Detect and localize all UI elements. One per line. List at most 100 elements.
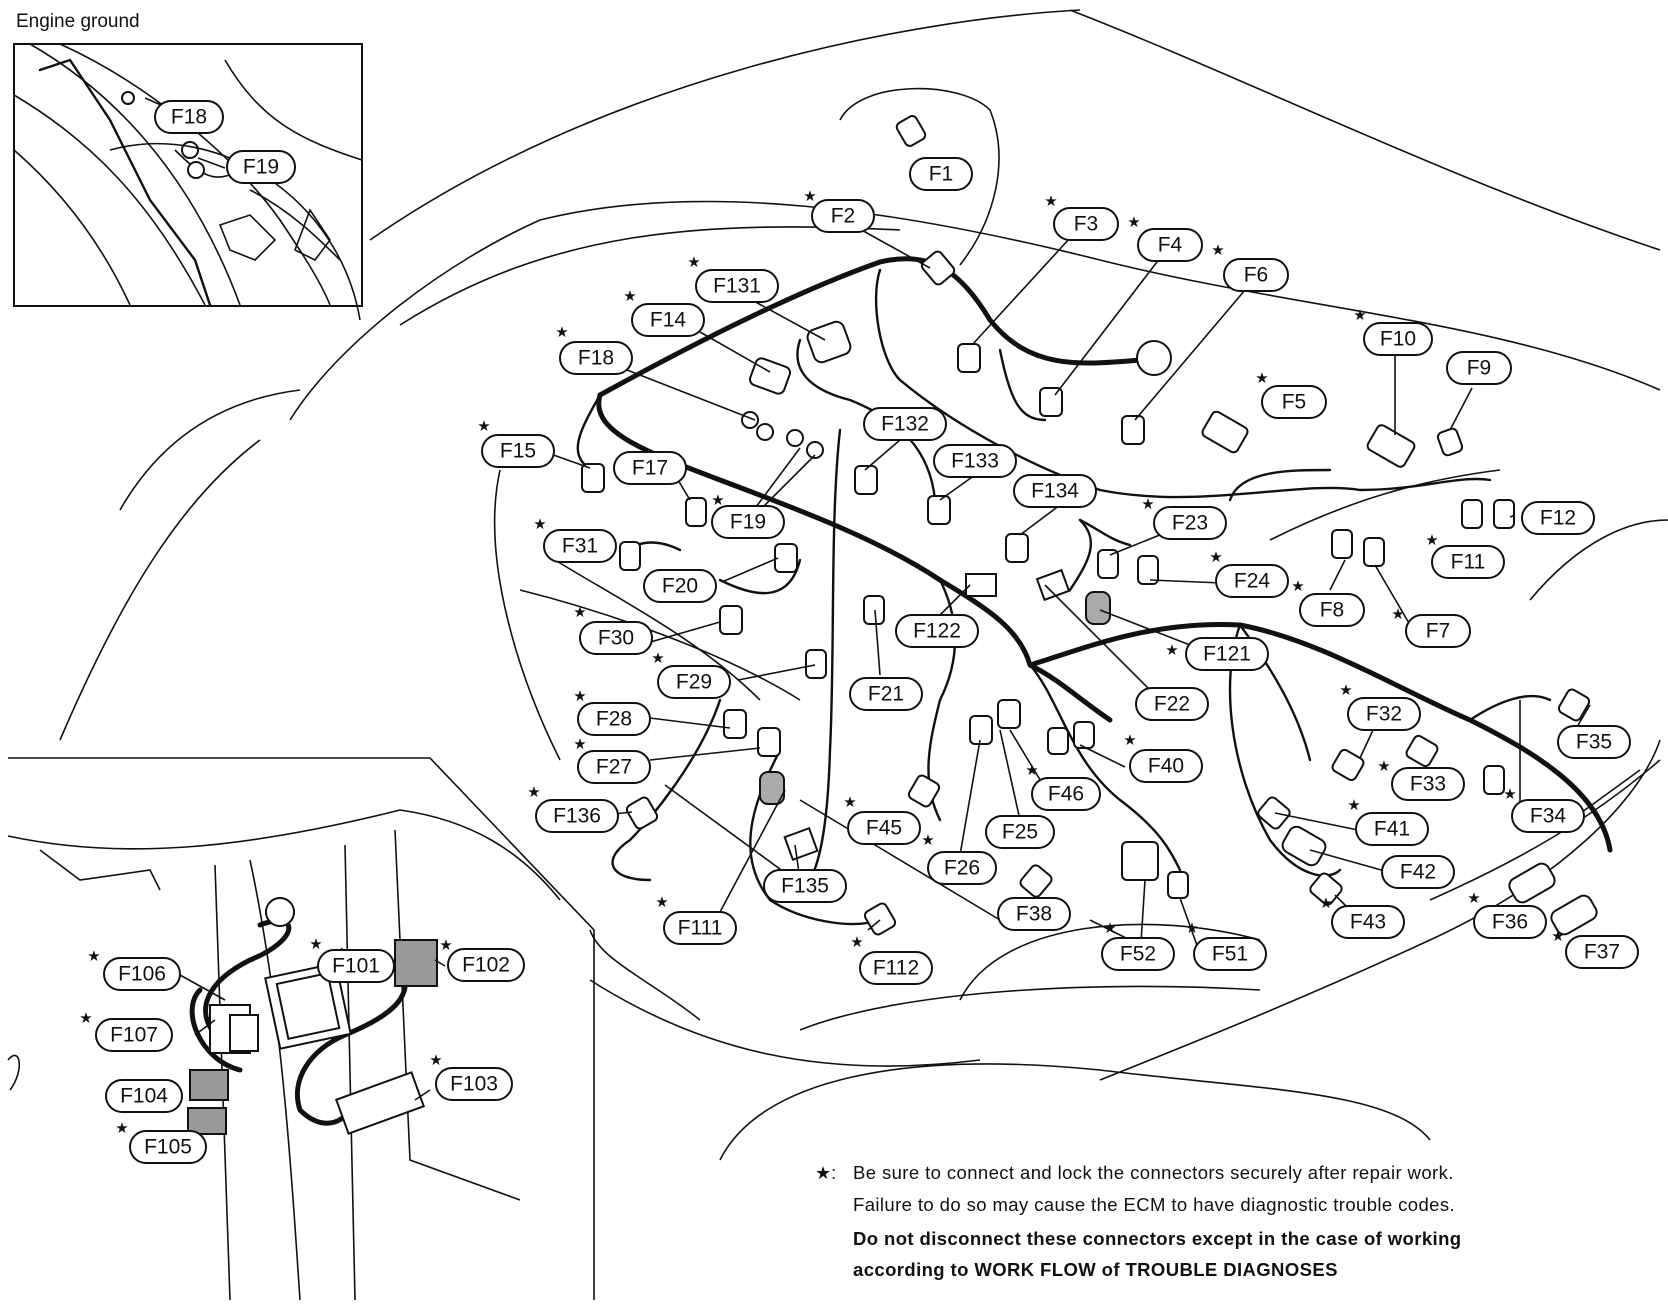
note-line-3: Do not disconnect these connectors excep… <box>853 1228 1462 1249</box>
svg-text:★: ★ <box>1211 241 1224 259</box>
label-F22: F22 <box>1135 687 1209 721</box>
label-F4: ★F4 <box>1127 213 1203 262</box>
svg-text:F41: F41 <box>1374 818 1410 841</box>
svg-text:★: ★ <box>527 783 540 801</box>
svg-text:★: ★ <box>1141 495 1154 513</box>
svg-text:★: ★ <box>921 831 934 849</box>
svg-text:F19: F19 <box>730 511 766 534</box>
svg-text:★: ★ <box>1044 192 1057 210</box>
svg-text:F14: F14 <box>650 309 687 332</box>
svg-text:F1: F1 <box>929 163 954 186</box>
svg-text:★: ★ <box>850 933 863 951</box>
connectors <box>581 115 1598 936</box>
svg-text:★: ★ <box>1319 894 1332 912</box>
label-F30: ★F30 <box>573 603 653 655</box>
label-F111: ★ F111 <box>655 893 737 945</box>
svg-text:★: ★ <box>687 253 700 271</box>
label-F14: ★ F14 <box>623 287 705 337</box>
svg-text:★: ★ <box>1425 531 1438 549</box>
svg-text:F9: F9 <box>1467 357 1492 380</box>
svg-text:F135: F135 <box>781 875 829 898</box>
svg-text:F36: F36 <box>1492 911 1528 934</box>
svg-text:★: ★ <box>1503 785 1516 803</box>
label-F103: ★F103 <box>429 1051 513 1101</box>
svg-text:F17: F17 <box>632 457 668 480</box>
label-F7: ★F7 <box>1391 605 1471 648</box>
svg-text:F134: F134 <box>1031 480 1079 503</box>
label-F31: ★F31 <box>533 515 617 563</box>
label-F26: ★F26 <box>921 831 997 885</box>
engine-ground-inset <box>13 43 363 307</box>
label-inset-F19: F19 <box>226 150 296 184</box>
svg-text:★: ★ <box>1377 757 1390 775</box>
label-F40: ★F40 <box>1123 731 1203 783</box>
svg-text:★: ★ <box>1339 681 1352 699</box>
svg-text:F107: F107 <box>110 1024 158 1047</box>
label-F112: ★ F112 <box>850 933 933 985</box>
svg-text:★: ★ <box>439 936 452 954</box>
svg-text:★: ★ <box>1353 306 1366 324</box>
label-F3: ★ F3 <box>1044 192 1119 241</box>
label-F23: ★F23 <box>1141 495 1227 540</box>
label-F52: ★F52 <box>1101 919 1175 971</box>
label-F37: ★F37 <box>1551 927 1639 969</box>
note-star-prefix: ★: <box>815 1163 837 1183</box>
label-F17: F17 <box>613 451 687 485</box>
svg-text:★: ★ <box>555 323 568 341</box>
svg-text:★: ★ <box>477 417 490 435</box>
svg-text:F33: F33 <box>1410 773 1446 796</box>
svg-text:★: ★ <box>1467 889 1480 907</box>
label-F9: F9 <box>1446 351 1512 385</box>
label-F33: ★ F33 <box>1377 757 1465 801</box>
svg-text:F111: F111 <box>678 917 723 940</box>
svg-text:★: ★ <box>1185 919 1198 937</box>
note-line-2: Failure to do so may cause the ECM to ha… <box>853 1194 1456 1215</box>
svg-text:F131: F131 <box>713 275 761 298</box>
note-line-4: according to WORK FLOW of TROUBLE DIAGNO… <box>853 1259 1338 1280</box>
svg-text:F3: F3 <box>1074 213 1099 236</box>
label-F122: F122 <box>895 614 979 648</box>
svg-text:F19: F19 <box>243 156 279 179</box>
label-F25: F25 <box>985 815 1055 849</box>
label-F43: ★F43 <box>1319 894 1405 939</box>
label-F102: ★ F102 <box>439 936 525 982</box>
label-F105: ★F105 <box>115 1119 207 1164</box>
svg-text:★: ★ <box>533 515 546 533</box>
label-F11: ★F11 <box>1425 531 1505 579</box>
svg-text:★: ★ <box>711 491 724 509</box>
label-F8: ★F8 <box>1291 577 1365 627</box>
svg-text:F112: F112 <box>873 957 919 980</box>
label-F106: ★F106 <box>87 947 181 991</box>
label-F20: F20 <box>643 569 717 603</box>
svg-text:★: ★ <box>655 893 668 911</box>
label-F36: ★ F36 <box>1467 889 1547 939</box>
svg-text:F7: F7 <box>1426 620 1451 643</box>
svg-text:F18: F18 <box>171 106 207 129</box>
label-F10: ★F10 <box>1353 306 1433 356</box>
label-F5: ★F5 <box>1255 369 1327 419</box>
svg-text:★: ★ <box>1025 761 1038 779</box>
label-F45: ★F45 <box>843 793 921 845</box>
label-F28: ★F28 <box>573 687 651 736</box>
label-F121: ★F121 <box>1165 637 1269 671</box>
svg-text:★: ★ <box>1551 927 1564 945</box>
ecm-area-inset <box>7 757 595 1301</box>
svg-text:★: ★ <box>1165 641 1178 659</box>
label-F135: F135 <box>763 869 847 903</box>
svg-text:F27: F27 <box>596 756 632 779</box>
svg-text:★: ★ <box>623 287 636 305</box>
svg-text:★: ★ <box>79 1009 92 1027</box>
svg-text:F132: F132 <box>881 413 929 436</box>
label-F6: ★F6 <box>1211 241 1289 292</box>
svg-text:F102: F102 <box>462 954 510 977</box>
svg-text:F12: F12 <box>1540 507 1576 530</box>
svg-text:F29: F29 <box>676 671 712 694</box>
label-F101: ★F101 <box>309 935 395 983</box>
label-F2: ★F2 <box>803 187 875 233</box>
label-F131: ★ F131 <box>687 253 779 303</box>
label-F35: F35 <box>1557 725 1631 759</box>
svg-text:F38: F38 <box>1016 903 1052 926</box>
label-F21: F21 <box>849 677 923 711</box>
svg-text:★: ★ <box>843 793 856 811</box>
